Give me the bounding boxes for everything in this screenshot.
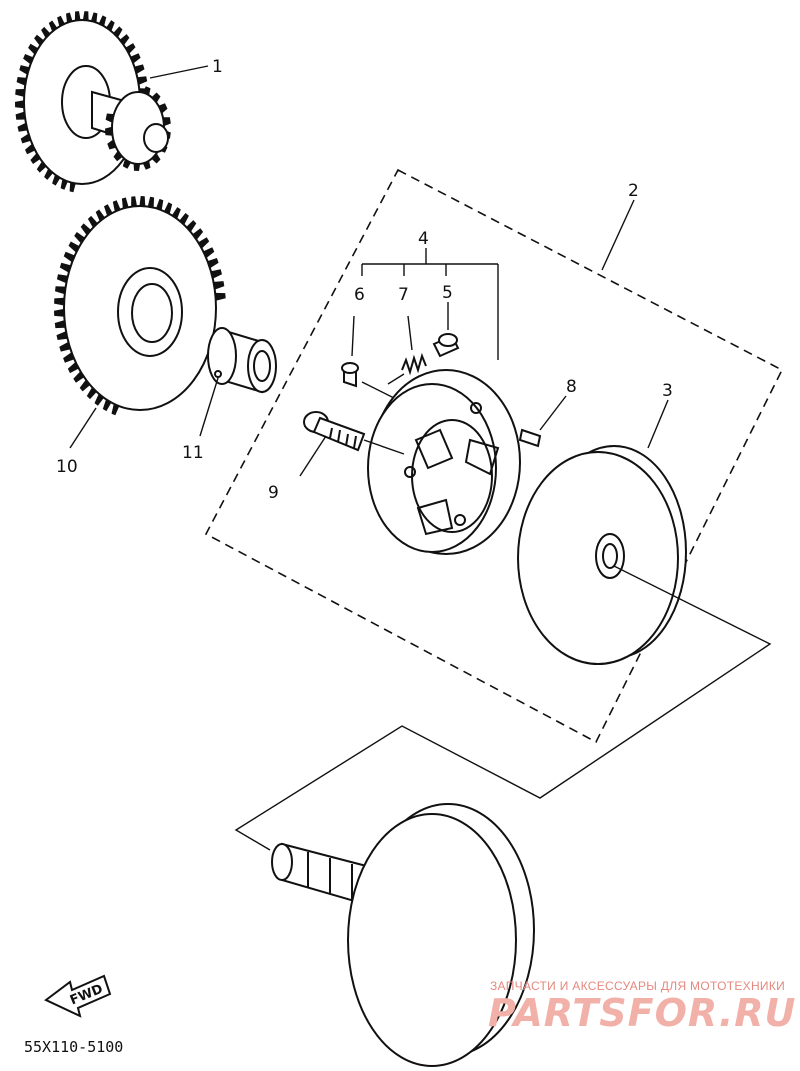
gear-10-face	[63, 205, 217, 411]
gear-tooth	[139, 196, 146, 207]
callout-9: 9	[268, 483, 279, 503]
outer-hub-spline	[595, 533, 625, 579]
part-5-cap	[432, 302, 460, 358]
watermark-tagline: ЗАПЧАСТИ И АКСЕССУАРЫ ДЛЯ МОТОТЕХНИКИ	[490, 979, 785, 993]
bearing-front	[207, 327, 237, 385]
callout-1: 1	[212, 57, 223, 77]
gear-tooth	[147, 196, 155, 208]
crankshaft-rotor	[271, 803, 535, 1067]
gear-tooth	[213, 281, 225, 290]
callout-3: 3	[662, 381, 673, 401]
callout-10: 10	[56, 457, 78, 477]
crank-shaft-splines	[307, 852, 397, 912]
gear-tooth	[17, 122, 28, 132]
gear-tooth	[210, 269, 222, 279]
gear-tooth	[54, 297, 65, 306]
group-4-bracket	[361, 248, 499, 360]
part-3-clutch-outer	[517, 399, 687, 665]
bearing-back	[247, 339, 277, 393]
leader-3	[647, 399, 669, 449]
roller-pocket-2	[464, 438, 500, 476]
part-1-idle-gear	[15, 11, 209, 193]
rotor-face	[347, 813, 517, 1067]
gear-10-bore	[131, 283, 173, 343]
watermark-site: PARTSFOR.RU	[488, 991, 796, 1035]
assembly-2-boundary	[204, 168, 784, 744]
part-6-roller	[341, 315, 407, 405]
clutch-body	[367, 369, 521, 555]
callout-8: 8	[566, 377, 577, 397]
gear-10-hub	[117, 267, 183, 357]
gear-tooth	[16, 77, 27, 86]
callout-6: 6	[354, 285, 365, 305]
gear-tooth	[66, 12, 73, 23]
gear-tooth	[56, 274, 68, 284]
gear-tooth	[54, 308, 65, 317]
gear-tooth	[82, 11, 89, 21]
gear-tooth	[69, 182, 76, 193]
roller-pocket-1	[414, 428, 454, 470]
gear-tooth	[55, 286, 66, 295]
bearing-oil-hole	[214, 370, 222, 378]
crank-shaft-end	[271, 843, 293, 881]
diagram-reference-code: 55X110-5100	[24, 1038, 123, 1056]
part-11-bearing	[199, 327, 277, 437]
part-9-bolt	[299, 411, 405, 477]
callout-7: 7	[398, 285, 409, 305]
gear-tooth	[56, 331, 68, 340]
leader-2	[601, 199, 635, 271]
gear-tooth	[133, 163, 141, 171]
bolt-hole-1	[404, 466, 416, 478]
callout-2: 2	[628, 181, 639, 201]
callout-5: 5	[442, 283, 453, 303]
assembly-leader-line	[234, 565, 772, 851]
roller-pocket-3	[416, 498, 454, 536]
gear-tooth	[15, 100, 25, 109]
leader-11	[199, 377, 219, 437]
fwd-direction-arrow: FWD	[44, 974, 112, 1018]
bearing-bore	[253, 350, 271, 382]
gear-tooth	[74, 11, 81, 21]
clutch-body-face	[367, 383, 497, 553]
callout-4: 4	[418, 229, 429, 249]
gear-tooth	[151, 92, 161, 103]
gear-tooth	[121, 197, 129, 209]
gear-tooth	[164, 202, 173, 214]
gear-tooth	[151, 153, 161, 164]
gear-tooth	[113, 150, 123, 162]
gear-tooth	[112, 200, 121, 212]
gear-tooth	[59, 262, 71, 273]
gear-tooth	[215, 292, 226, 301]
outer-hub-bore	[602, 543, 618, 569]
gear-tooth	[15, 111, 26, 120]
part-8-pin	[518, 395, 567, 448]
bolt-hole-3	[454, 514, 466, 526]
bolt-hole-2	[470, 402, 482, 414]
gear-tooth	[15, 89, 25, 97]
gear-tooth	[105, 126, 113, 136]
part-10-wheel-gear	[54, 196, 226, 449]
gear-tooth	[54, 320, 66, 329]
callout-11: 11	[182, 443, 204, 463]
gear-tooth	[137, 76, 148, 85]
leader-1	[149, 65, 209, 79]
shaft-end	[143, 123, 169, 153]
gear-tooth	[90, 12, 98, 23]
leader-10	[69, 407, 97, 449]
outer-face	[517, 451, 679, 665]
gear-tooth	[59, 341, 71, 352]
gear-tooth	[111, 403, 120, 416]
gear-tooth	[131, 196, 137, 207]
part-7-spring	[387, 315, 427, 385]
gear-tooth	[207, 258, 219, 269]
gear-tooth	[156, 198, 164, 211]
